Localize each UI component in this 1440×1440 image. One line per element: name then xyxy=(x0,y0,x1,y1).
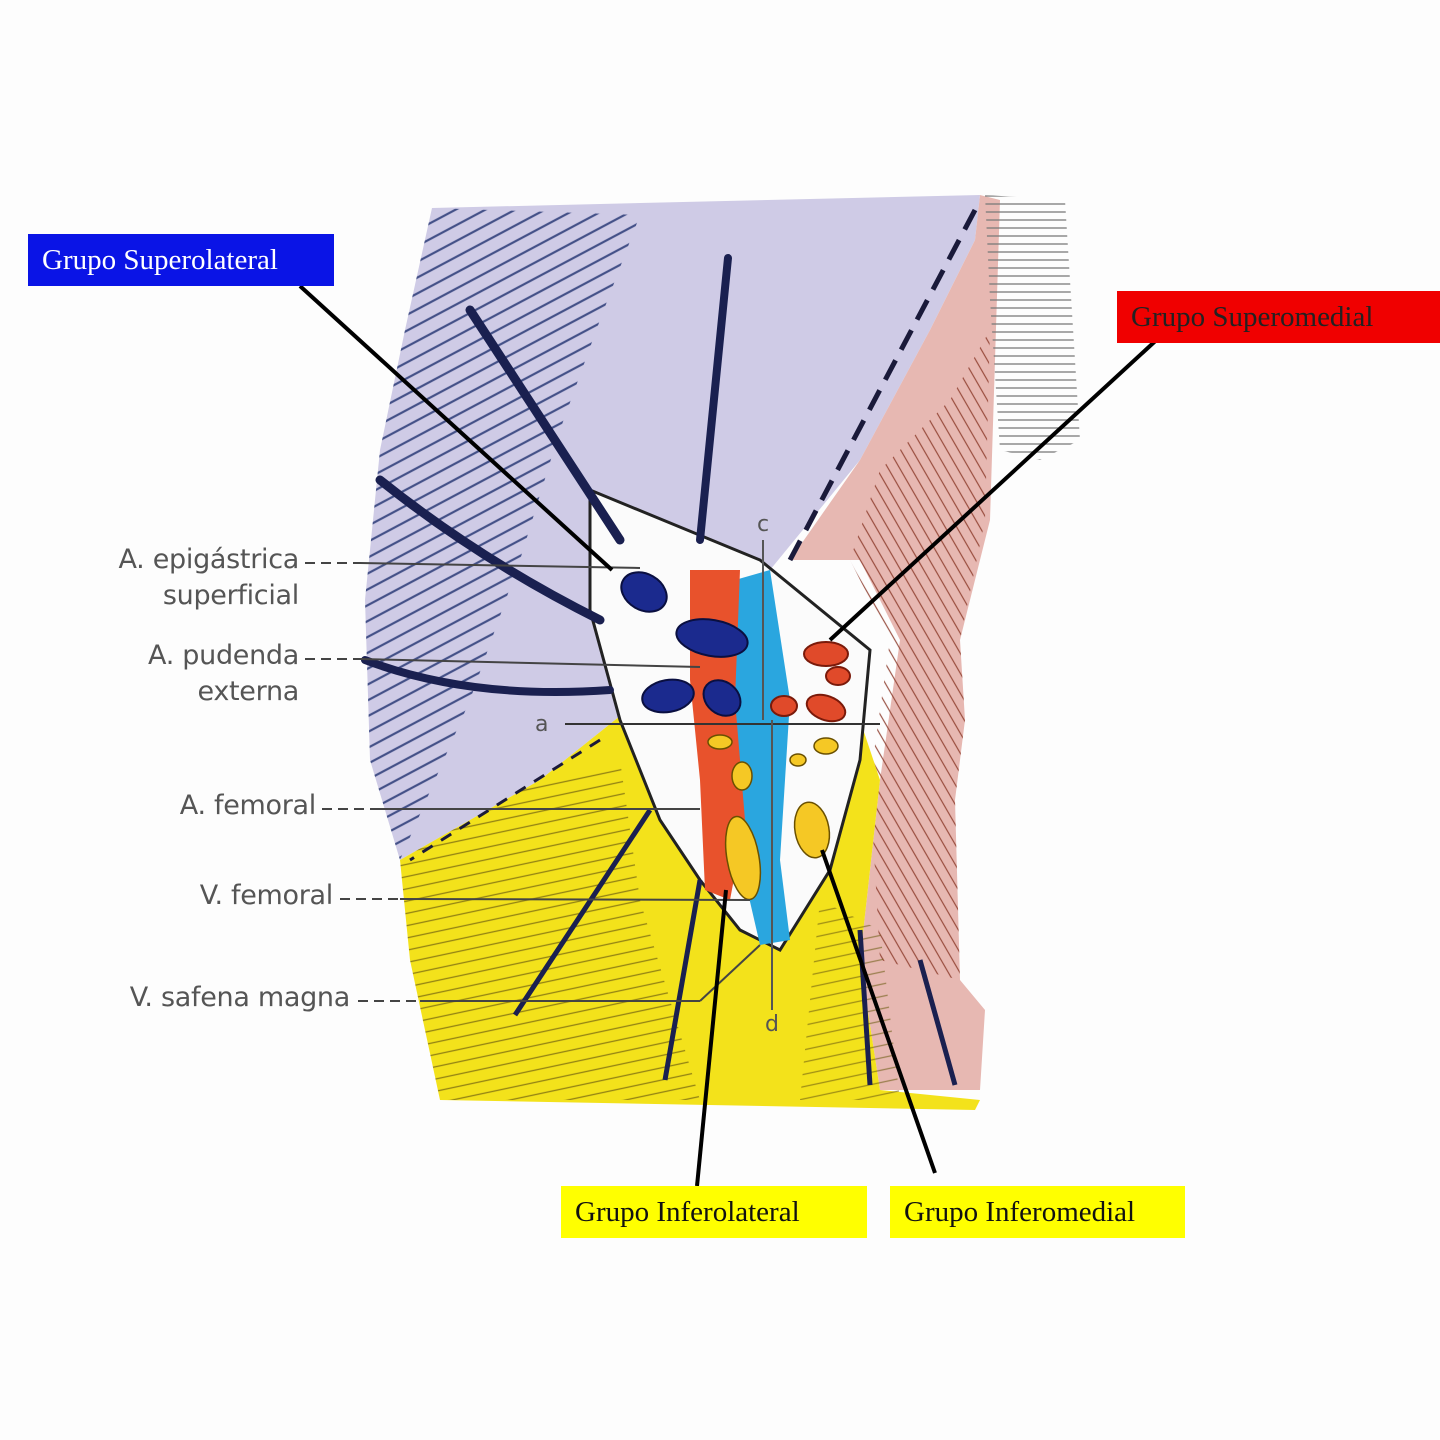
callout-label: Grupo Inferomedial xyxy=(904,1195,1136,1228)
callout-label: Grupo Superomedial xyxy=(1131,300,1374,333)
node-inferolateral-1 xyxy=(707,734,733,750)
node-inferomedial-3 xyxy=(789,753,807,767)
node-superolateral-2 xyxy=(675,618,749,658)
lateral-vessel-branch xyxy=(375,475,605,625)
thigh-medial-fibers xyxy=(800,900,900,1100)
node-superolateral-1 xyxy=(620,571,668,613)
label-vena-safena-magna: V. safena magna xyxy=(129,982,351,1013)
structure-leader-lines xyxy=(305,562,761,1002)
callout-box-inferolateral-bg xyxy=(561,1186,867,1238)
node-inferolateral-2 xyxy=(731,761,753,791)
callout-label: Grupo Inferolateral xyxy=(575,1195,800,1228)
inferior-vessel-1 xyxy=(512,808,653,1017)
label-vena-femoral: V. femoral xyxy=(199,880,334,911)
node-superomedial-2 xyxy=(770,695,798,717)
inguinal-ligament-lower xyxy=(409,738,601,862)
superficial-epigastric-vessel xyxy=(696,254,732,544)
node-inferolateral-3 xyxy=(724,815,762,901)
letter-a: a xyxy=(535,712,549,737)
node-superolateral-3 xyxy=(641,678,695,714)
pudendal-vessel-branch xyxy=(361,656,614,696)
letter-c: c xyxy=(757,512,770,537)
label-pudenda-line1: A. pudenda xyxy=(148,640,299,671)
letter-d: d xyxy=(765,1012,779,1037)
node-superomedial-4 xyxy=(825,666,851,686)
spermatic-cord xyxy=(985,195,1080,460)
callout-box-superolateral-bg xyxy=(28,234,334,286)
inferior-vessel-2 xyxy=(662,879,703,1081)
callout-grupo-inferomedial: Grupo Inferomedial xyxy=(890,1186,1185,1238)
superficial-circumflex-vessel xyxy=(465,305,625,545)
node-superolateral-4 xyxy=(702,679,742,717)
genital-vessels-texture xyxy=(850,330,990,980)
label-pudenda-line2: externa xyxy=(197,676,300,707)
node-superomedial-3 xyxy=(805,693,847,723)
oblique-muscle-fibers xyxy=(365,208,640,860)
label-epigastrica-line2: superficial xyxy=(162,580,299,611)
callout-grupo-superomedial: Grupo Superomedial xyxy=(1117,291,1440,343)
node-inferomedial-2 xyxy=(813,737,839,755)
label-epigastrica-line1: A. epigástrica xyxy=(118,544,299,575)
callout-box-inferomedial-bg xyxy=(890,1186,1185,1238)
callout-box-superomedial-bg xyxy=(1117,291,1440,343)
callout-grupo-inferolateral: Grupo Inferolateral xyxy=(561,1186,867,1238)
node-inferomedial-1 xyxy=(793,801,831,859)
label-arteria-femoral: A. femoral xyxy=(179,790,317,821)
callout-label: Grupo Superolateral xyxy=(42,243,278,276)
node-superomedial-1 xyxy=(803,641,849,667)
inferior-vessel-3 xyxy=(857,929,873,1086)
callout-grupo-superolateral: Grupo Superolateral xyxy=(28,234,334,286)
callout-pointer-lines xyxy=(298,284,1165,1187)
inferior-vessel-4 xyxy=(917,959,958,1086)
